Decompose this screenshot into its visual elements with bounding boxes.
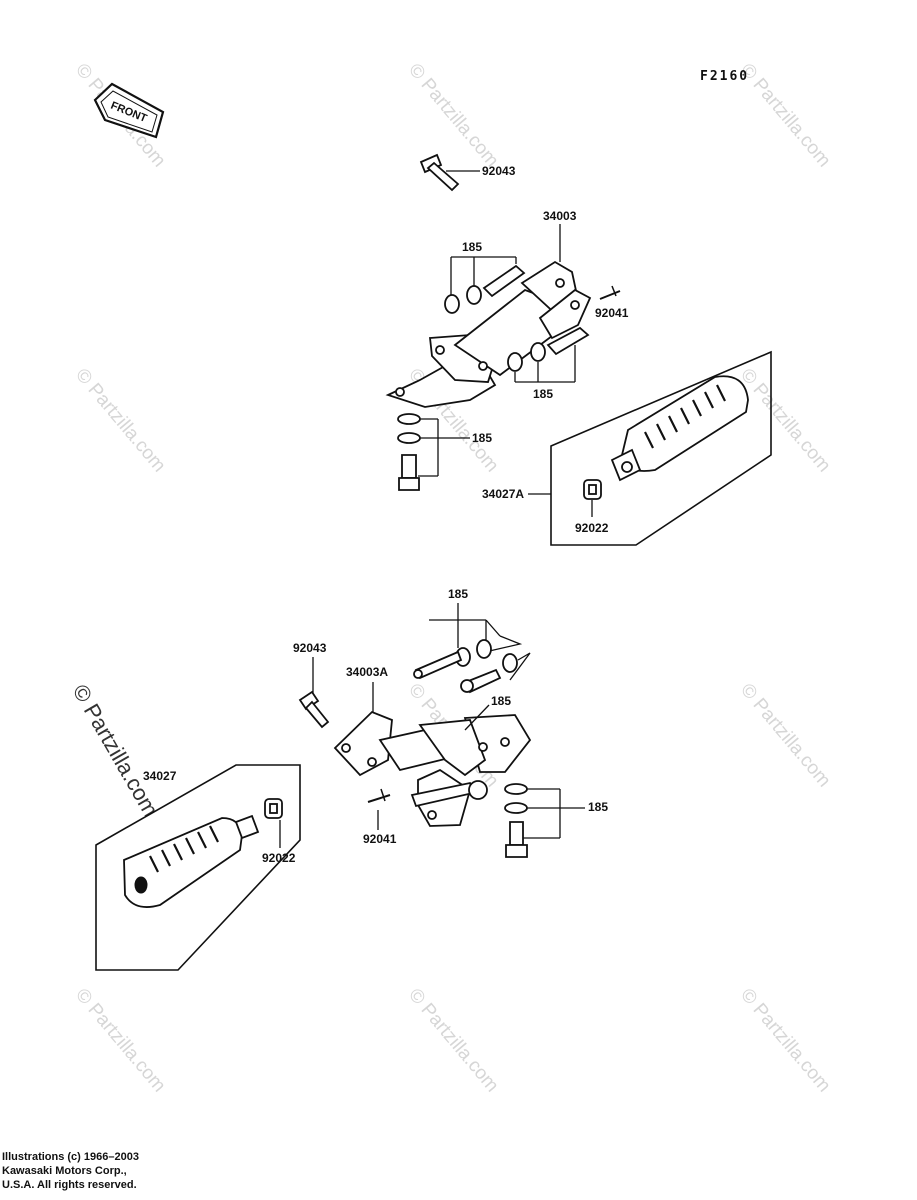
- bottom-pivot-pin: [410, 780, 488, 808]
- bottom-assembly: 185 92043 34003A: [95, 587, 608, 971]
- copyright-notice: Illustrations (c) 1966–2003 Kawasaki Mot…: [2, 1150, 139, 1192]
- front-arrow-icon: FRONT: [93, 82, 165, 139]
- watermark: © Partzilla.com: [736, 985, 834, 1097]
- watermark-dark: © Partzilla.com: [68, 680, 164, 821]
- label-bottom-washer-small: 92022: [262, 851, 296, 865]
- top-cotter-pin: [599, 285, 621, 300]
- top-washer-set-lower: [397, 413, 421, 491]
- top-clevis-pin: [419, 153, 460, 192]
- label-top-bracket: 34003: [543, 209, 577, 223]
- watermark: © Partzilla.com: [71, 365, 169, 477]
- watermarks: © Partzilla.com © Partzilla.com © Partzi…: [68, 60, 835, 1097]
- label-top-footpeg: 34027A: [482, 487, 524, 501]
- label-bottom-bracket: 34003A: [346, 665, 388, 679]
- label-bottom-bolt: 92043: [293, 641, 327, 655]
- watermark: © Partzilla.com: [736, 365, 834, 477]
- bottom-washer-set-mid: [460, 668, 502, 694]
- label-top-washers-right: 185: [533, 387, 553, 401]
- top-washer-small: [583, 479, 602, 500]
- watermark: © Partzilla.com: [404, 60, 502, 172]
- copyright-line: U.S.A. All rights reserved.: [2, 1179, 137, 1191]
- watermark: © Partzilla.com: [736, 60, 834, 172]
- bottom-cotter-pin: [367, 788, 391, 803]
- label-top-washers-upper: 185: [462, 240, 482, 254]
- bottom-clevis-pin: [298, 690, 330, 729]
- label-bottom-footpeg: 34027: [143, 769, 177, 783]
- label-top-cotter: 92041: [595, 306, 629, 320]
- bottom-footpeg-bracket: [333, 710, 532, 827]
- copyright-line: Illustrations (c) 1966–2003: [2, 1151, 139, 1163]
- bottom-footpeg: [123, 814, 260, 908]
- label-bottom-washers-upper: 185: [448, 587, 468, 601]
- watermark: © Partzilla.com: [736, 680, 834, 792]
- label-top-bolt: 92043: [482, 164, 516, 178]
- top-washer-set-right: [507, 326, 590, 372]
- watermark: © Partzilla.com: [404, 985, 502, 1097]
- figure-code: F2160: [700, 69, 749, 84]
- label-top-washer-small: 92022: [575, 521, 609, 535]
- bottom-footpeg-inset-frame: [95, 764, 301, 971]
- watermark: © Partzilla.com: [71, 985, 169, 1097]
- top-footpeg-inset-frame: [550, 350, 772, 546]
- bottom-washer-set-right: [504, 783, 528, 858]
- label-bottom-washers-right: 185: [588, 800, 608, 814]
- bottom-washer-set-upper: [455, 639, 518, 673]
- bottom-washer-small: [264, 798, 283, 819]
- top-washer-set-upper: [444, 264, 526, 314]
- copyright-line: Kawasaki Motors Corp.,: [2, 1165, 127, 1177]
- label-bottom-cotter: 92041: [363, 832, 397, 846]
- top-footpeg: [610, 375, 749, 482]
- top-assembly: 92043 34003 185: [385, 153, 772, 546]
- label-bottom-washers-mid: 185: [491, 694, 511, 708]
- top-footpeg-bracket: [385, 260, 592, 408]
- label-top-washers-lower: 185: [472, 431, 492, 445]
- bottom-cotter-pin-upper: [413, 650, 463, 680]
